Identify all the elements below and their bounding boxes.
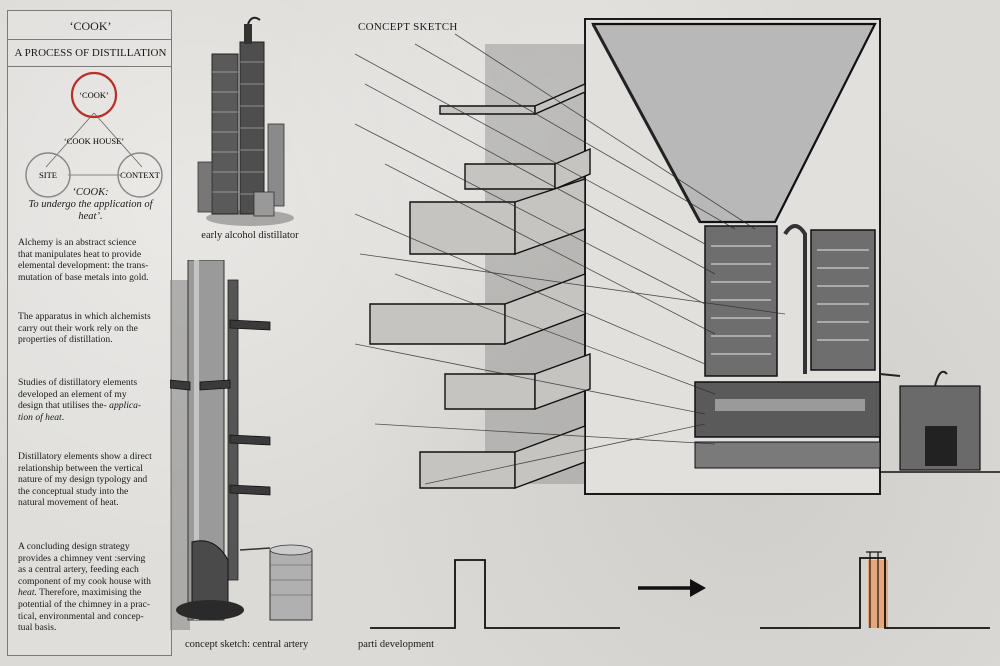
divider [8, 66, 171, 67]
text-span: . [61, 411, 65, 423]
text-line: component of my cook house with [18, 575, 151, 587]
text-line: developed an element of my [18, 388, 127, 400]
text-line: mutation of base metals into gold. [18, 271, 149, 283]
text-line: that manipulates heat to provide [18, 248, 142, 260]
text-line: tual basis. [18, 622, 57, 634]
right-circle-label: CONTEXT [120, 170, 160, 180]
text-line: nature of my design typology and [18, 474, 148, 486]
text-line: Studies of distillatory elements [18, 377, 138, 388]
text-line: provides a chimney vent :serving [18, 552, 146, 564]
parti-sketch-initial [370, 559, 620, 629]
central-artery-engraving [170, 260, 313, 630]
distiller-engraving [197, 16, 294, 226]
center-label: ‘COOK HOUSE’ [64, 136, 124, 146]
text-line: Alchemy is an abstract science [18, 237, 137, 248]
text-line: the conceptual study into the [18, 485, 129, 497]
caption-parti-development: parti development [358, 639, 435, 650]
definition-term: ‘COOK: [72, 187, 109, 198]
text-line: carry out their work rely on the [18, 322, 138, 334]
paragraph-strategy: A concluding design strategy provides a … [18, 541, 170, 634]
caption-central-artery: concept sketch: central artery [185, 639, 309, 650]
panel-title: ‘COOK’ [69, 19, 112, 33]
text-line: as a central artery, feeding each [18, 564, 139, 576]
text-line: design that utilises the- applica- [18, 400, 170, 412]
caption-early-distiller: early alcohol distillator [201, 230, 299, 241]
paragraph-relationship: Distillatory elements show a direct rela… [18, 451, 170, 509]
concept-sketch-title: CONCEPT SKETCH [358, 21, 458, 33]
text-span: Therefore, maximising the [36, 587, 142, 599]
venn-diagram: ‘COOK’ ‘COOK HOUSE’ SITE CONTEXT [25, 71, 163, 198]
panel-subtitle: A PROCESS OF DISTILLATION [14, 47, 167, 59]
text-line: tical, environmental and concep- [18, 610, 144, 622]
arrow-right-icon [638, 579, 706, 597]
paragraph-apparatus: The apparatus in which alchemists carry … [18, 311, 170, 346]
text-line: The apparatus in which alchemists [18, 311, 151, 322]
text-line: properties of distillation. [18, 334, 113, 346]
paragraph-alchemy: Alchemy is an abstract science that mani… [18, 237, 170, 283]
text-line: elemental development: the trans- [18, 260, 149, 272]
text-line: A concluding design strategy [18, 541, 130, 552]
text-line: tion of heat. [18, 412, 170, 424]
text-span: design that utilises the- [18, 400, 107, 412]
text-line: natural movement of heat. [18, 497, 119, 509]
emphasis: tion of heat [18, 411, 62, 423]
definition-line: heat’. [78, 211, 103, 222]
definition: ‘COOK: To undergo the application of hea… [8, 187, 173, 223]
left-circle-label: SITE [39, 170, 57, 180]
context-circle [117, 152, 163, 198]
concept-sketch-drawing [355, 18, 1000, 495]
parti-sketch-developed [760, 551, 990, 629]
emphasis: applica- [109, 400, 142, 412]
text-line: potential of the chimney in a prac- [18, 598, 151, 610]
cook-circle [70, 71, 118, 119]
text-line: heat. Therefore, maximising the [18, 587, 170, 599]
top-circle-label: ‘COOK’ [79, 90, 109, 100]
site-circle [25, 152, 71, 198]
text-panel: ‘COOK’ A PROCESS OF DISTILLATION ‘COOK’ … [7, 10, 172, 656]
text-line: Distillatory elements show a direct [18, 451, 152, 462]
text-line: relationship between the vertical [18, 462, 143, 474]
definition-line: To undergo the application of [28, 199, 153, 210]
divider [8, 39, 171, 40]
paragraph-studies: Studies of distillatory elements develop… [18, 377, 170, 423]
emphasis: heat. [18, 587, 37, 599]
